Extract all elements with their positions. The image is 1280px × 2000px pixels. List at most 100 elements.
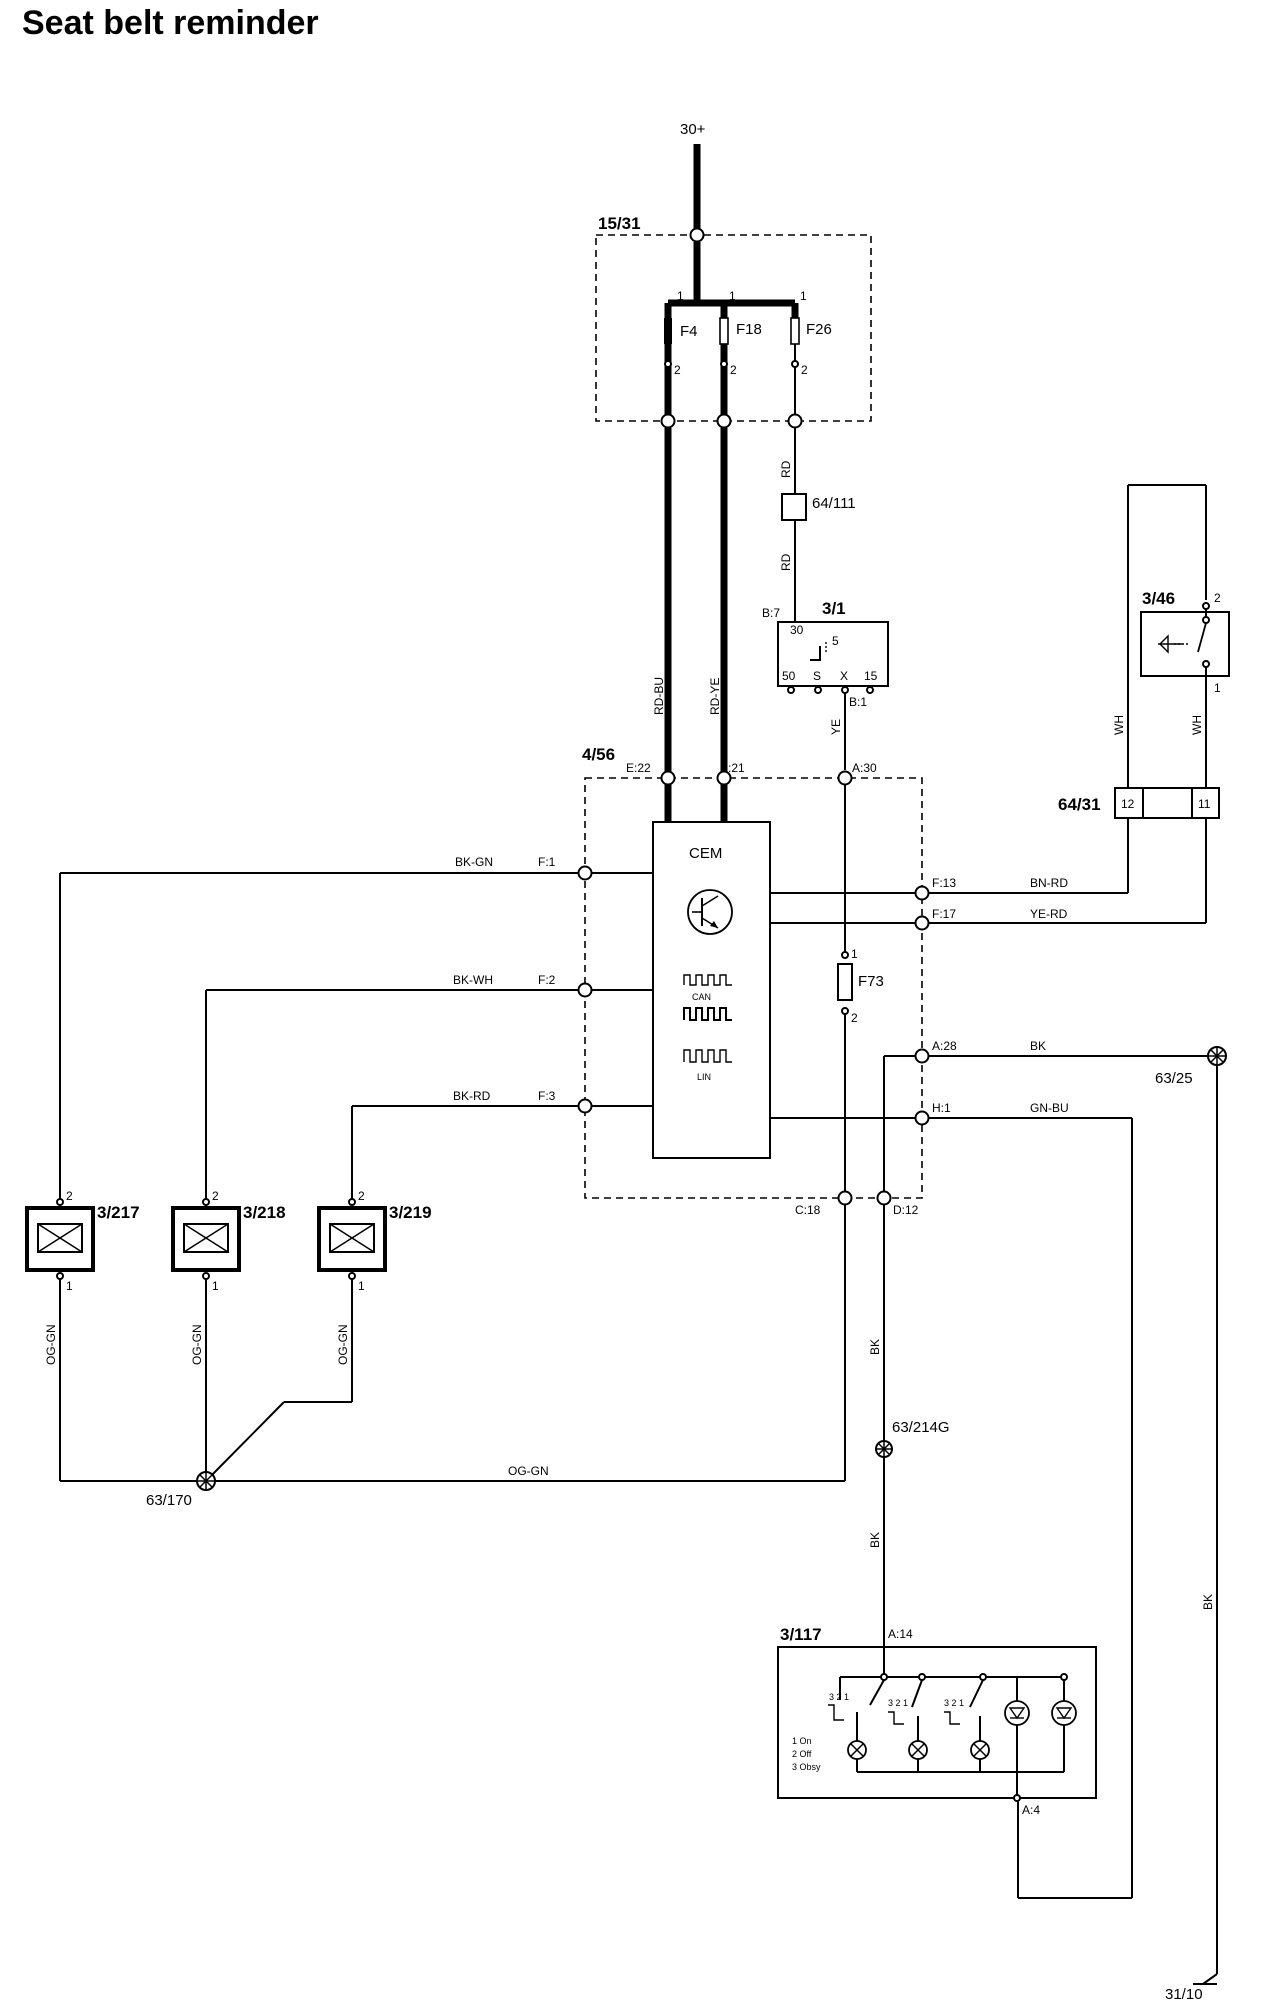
svg-text:5: 5 [832, 634, 839, 648]
fusebox-15-31: 15/31 [595, 214, 872, 422]
svg-text:15: 15 [864, 669, 878, 683]
led-1-icon [1004, 1700, 1030, 1726]
lamp-3-icon [970, 1740, 990, 1760]
connector-64-31: 12 11 64/31 [1058, 787, 1220, 819]
transistor-icon [687, 889, 733, 935]
svg-text:F:13: F:13 [932, 876, 956, 890]
svg-text:OG-GN: OG-GN [190, 1324, 204, 1365]
svg-text:RD: RD [779, 460, 793, 478]
fuse-f26: 1 F26 2 [790, 289, 832, 377]
svg-text:2: 2 [801, 363, 808, 377]
wire-rd-to-ignition: RD 64/111 RD [779, 428, 856, 622]
svg-text:2: 2 [1214, 591, 1221, 605]
cem-pin-d12: D:12 BK [868, 1190, 919, 1442]
svg-text:F18: F18 [736, 321, 762, 338]
fuse-f18: 1 F18 2 [719, 289, 762, 377]
svg-text:2: 2 [358, 1189, 365, 1203]
svg-text:30+: 30+ [680, 121, 706, 138]
svg-text:63/25: 63/25 [1155, 1070, 1193, 1087]
svg-text:2: 2 [674, 363, 681, 377]
svg-text:B:1: B:1 [849, 695, 867, 709]
svg-text:WH: WH [1190, 715, 1204, 735]
wire-rd-bu: RD-BU [652, 428, 672, 822]
svg-text:63/170: 63/170 [146, 1492, 192, 1509]
splice-63-214g: 63/214G BK [868, 1419, 950, 1647]
cem-pin-c18: C:18 [60, 1190, 853, 1482]
svg-text:3/218: 3/218 [243, 1203, 286, 1222]
svg-text:F:17: F:17 [932, 907, 956, 921]
svg-text:1: 1 [851, 947, 858, 961]
svg-text:OG-GN: OG-GN [508, 1464, 549, 1478]
svg-text:LIN: LIN [697, 1072, 711, 1082]
splice-63-170: 63/170 OG-GN [146, 1464, 549, 1509]
fuse-f73: 1 F73 2 [837, 785, 884, 1191]
svg-text:OG-GN: OG-GN [336, 1324, 350, 1365]
svg-text:4/56: 4/56 [582, 745, 615, 764]
svg-text:1: 1 [358, 1279, 365, 1293]
panel-switch-2: 3 2 1 [888, 1679, 923, 1744]
svg-text:BK-WH: BK-WH [453, 973, 493, 987]
panel-switch-3: 3 2 1 [944, 1679, 984, 1744]
ignition-switch-3-1: 3/1 B:7 30 5 50 S X 15 B:1 [762, 599, 889, 709]
sensor-3-219: 2 3/219 1 OG-GN [205, 1189, 432, 1482]
svg-text:3/117: 3/117 [780, 1625, 822, 1644]
svg-text:WH: WH [1112, 715, 1126, 735]
svg-text:BK-RD: BK-RD [453, 1089, 491, 1103]
svg-text:3/46: 3/46 [1142, 589, 1175, 608]
splice-63-25: 63/25 BK [1155, 1046, 1227, 1974]
led-2-icon [1051, 1700, 1077, 1726]
svg-text:F73: F73 [858, 973, 884, 990]
svg-text:1: 1 [729, 289, 736, 303]
svg-text:A:28: A:28 [932, 1039, 957, 1053]
svg-text:11: 11 [1198, 797, 1211, 811]
switch-3-46: 3/46 2 1 WH WH [1112, 484, 1230, 788]
svg-text:BK: BK [868, 1339, 882, 1355]
svg-text:C:18: C:18 [795, 1203, 821, 1217]
cem-pin-f13: F:13 BN-RD [770, 818, 1129, 901]
svg-text:1: 1 [212, 1279, 219, 1293]
wire-ye: YE [829, 693, 846, 770]
wire-rd-ye: RD-YE [708, 428, 728, 822]
svg-text:CAN: CAN [692, 992, 711, 1002]
lamp-1-icon [847, 1740, 867, 1760]
svg-text:YE-RD: YE-RD [1030, 907, 1068, 921]
svg-text:S: S [813, 669, 821, 683]
lin-bus-icon: LIN [683, 1049, 732, 1082]
svg-text:63/214G: 63/214G [892, 1419, 950, 1436]
svg-text:H:1: H:1 [932, 1101, 951, 1115]
svg-text:X: X [840, 669, 848, 683]
cem-module-4-56: 4/56 E:22 E:21 A:30 CEM CAN LIN [582, 745, 923, 1199]
svg-text:2: 2 [212, 1189, 219, 1203]
panel-3-117: 3/117 A:14 3 2 1 3 2 1 [777, 1625, 1097, 1898]
svg-text:E:22: E:22 [626, 761, 651, 775]
cem-pin-f3: BK-RD F:3 [351, 1089, 653, 1202]
cem-pin-h1: H:1 GN-BU [770, 1101, 1133, 1899]
svg-text:64/31: 64/31 [1058, 795, 1101, 814]
svg-text:F26: F26 [806, 321, 832, 338]
fuse-f4: 1 F4 2 [664, 289, 698, 377]
svg-text:3 Obsy: 3 Obsy [792, 1762, 821, 1772]
svg-text:F:2: F:2 [538, 973, 556, 987]
svg-text:F:1: F:1 [538, 855, 556, 869]
svg-text:GN-BU: GN-BU [1030, 1101, 1069, 1115]
svg-text:RD-YE: RD-YE [708, 678, 722, 715]
lamp-2-icon [908, 1740, 928, 1760]
svg-text:3/217: 3/217 [97, 1203, 140, 1222]
svg-text:BK-GN: BK-GN [455, 855, 493, 869]
supply-30-plus: 30+ [680, 121, 706, 235]
panel-switch-1: 3 2 1 [828, 1677, 885, 1744]
sensor-3-218: 2 3/218 1 OG-GN [171, 1189, 286, 1481]
svg-text:RD: RD [779, 553, 793, 571]
can-bus-icon: CAN [683, 974, 732, 1021]
svg-text:3/219: 3/219 [389, 1203, 432, 1222]
svg-text:BN-RD: BN-RD [1030, 876, 1068, 890]
svg-text:D:12: D:12 [893, 1203, 919, 1217]
svg-text:2: 2 [66, 1189, 73, 1203]
svg-text:F:3: F:3 [538, 1089, 556, 1103]
svg-text:BK: BK [1030, 1039, 1046, 1053]
svg-text:F4: F4 [680, 323, 698, 340]
svg-text:1: 1 [66, 1279, 73, 1293]
svg-text:CEM: CEM [689, 845, 722, 862]
svg-text:A:14: A:14 [888, 1627, 913, 1641]
